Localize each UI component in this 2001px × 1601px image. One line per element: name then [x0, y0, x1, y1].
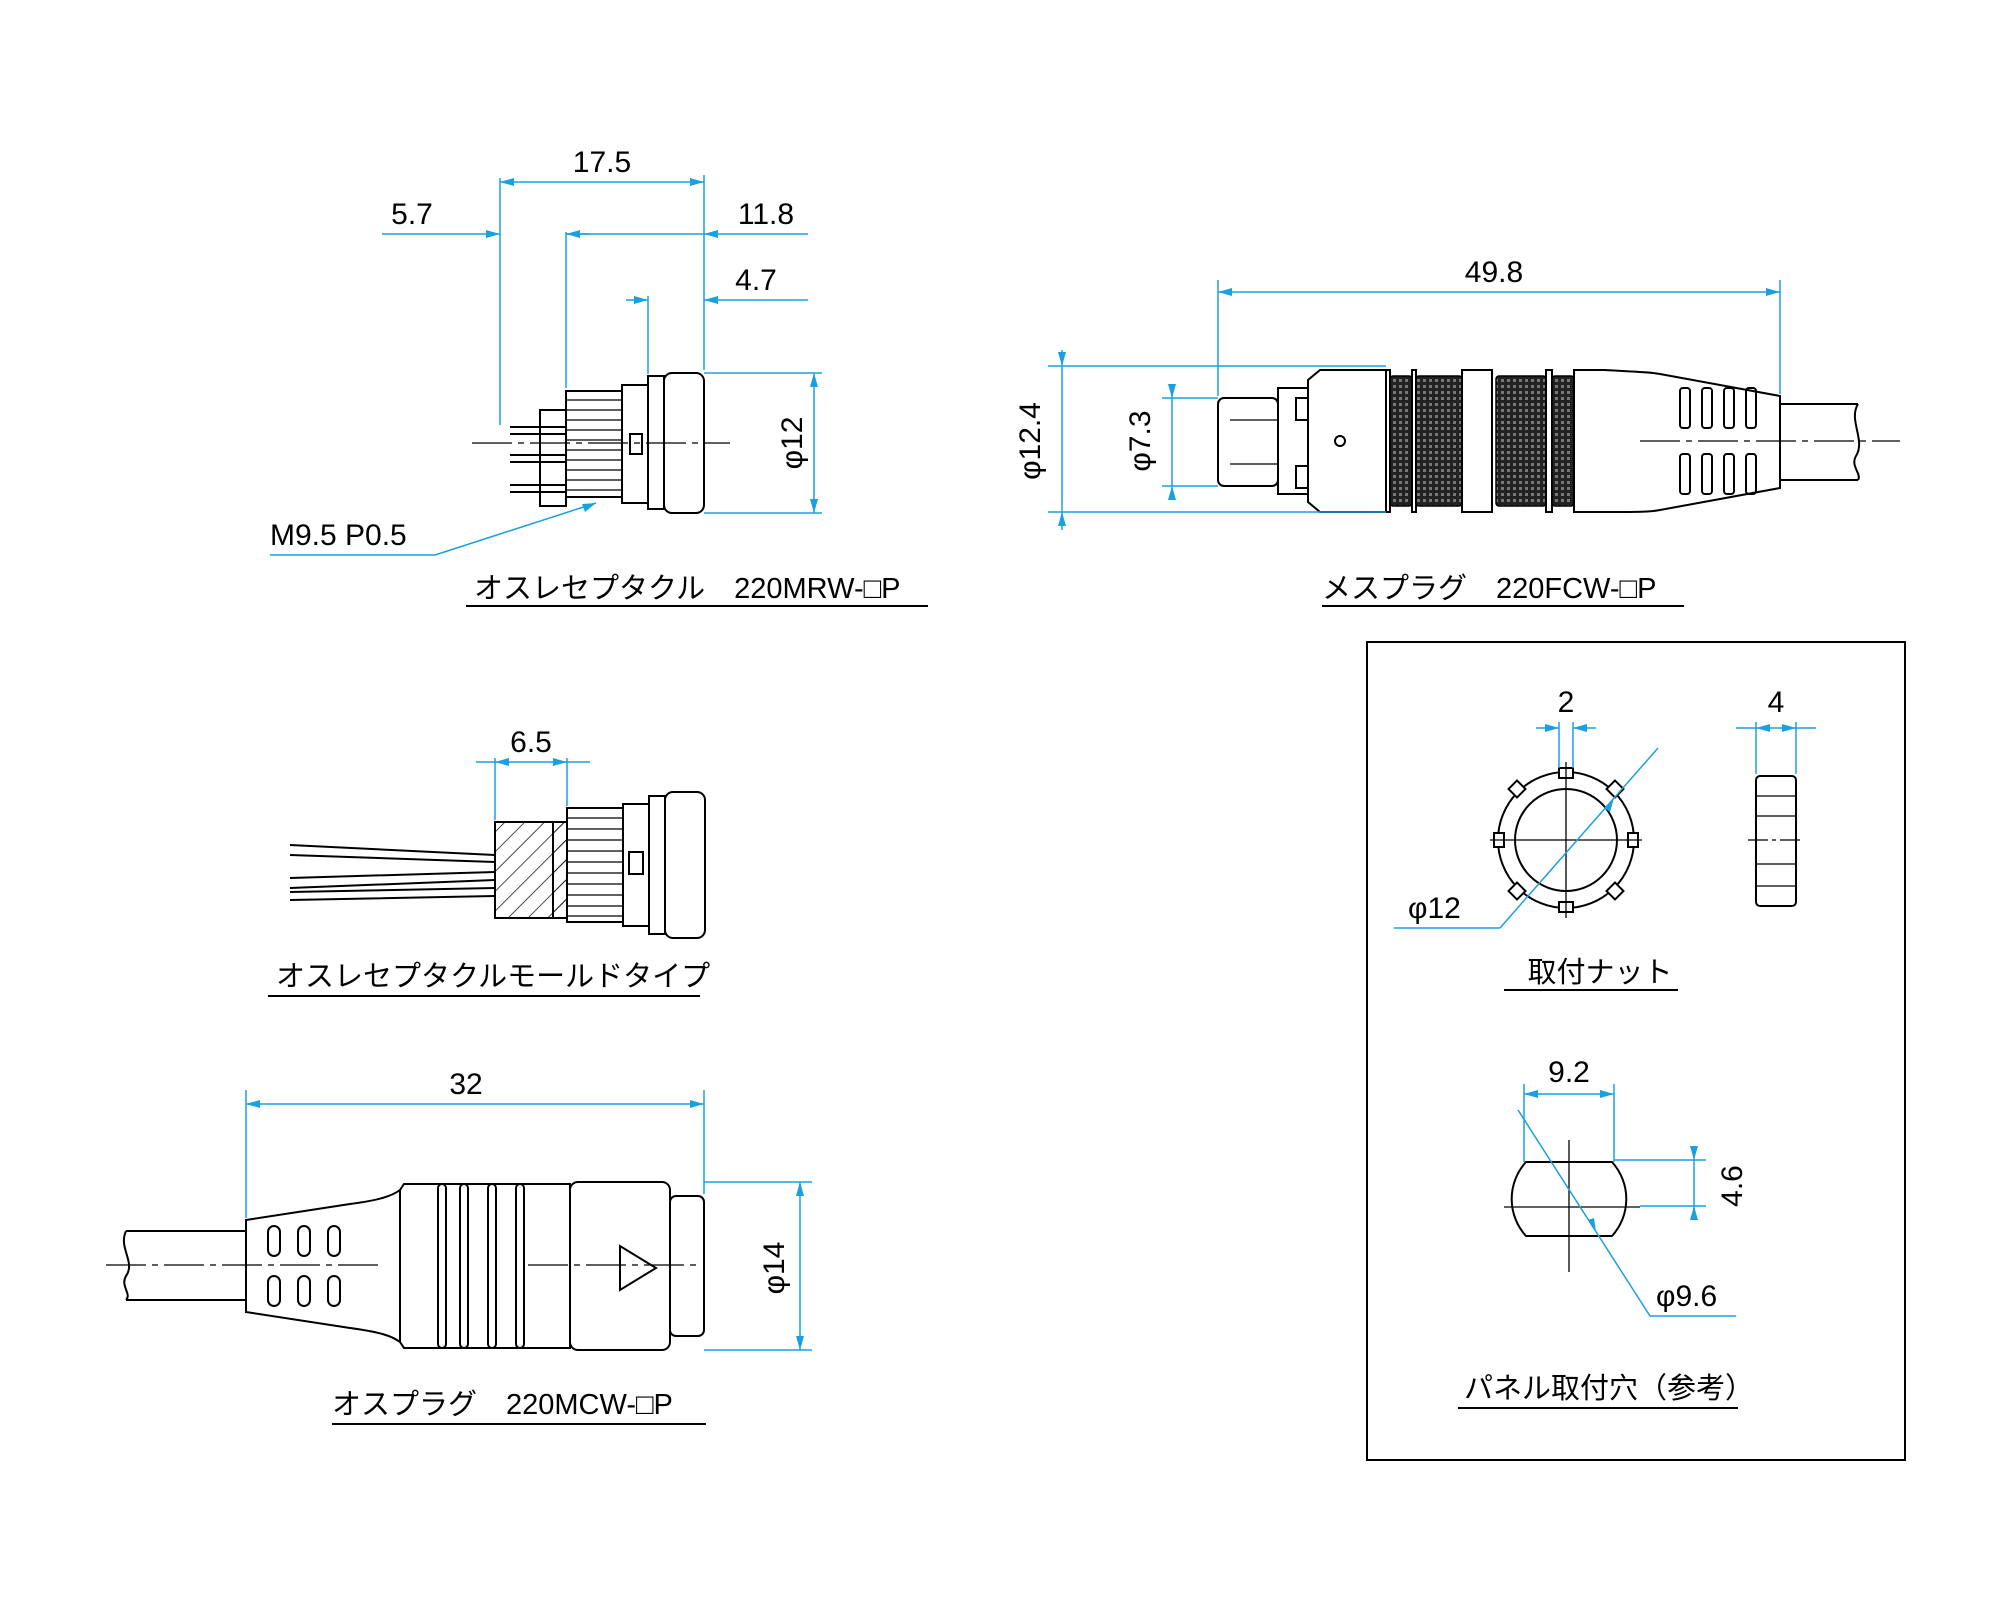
knurl-2 — [1415, 375, 1463, 507]
thread-lines — [566, 399, 622, 491]
triangle-marker — [619, 1244, 658, 1292]
nut-view: 2 φ12 4 取付ナット — [1394, 686, 1816, 991]
dim-17-5: 17.5 — [573, 146, 631, 179]
panel-hole-view: 9.2 4.6 φ9.6 パネル取付穴（参考） — [1458, 1056, 1754, 1409]
molded-caption: オスレセプタクルモールドタイプ — [276, 961, 710, 993]
female-plug-caption: メスプラグ 220FCW-□P — [1322, 572, 1656, 605]
dim-phi-12-4: φ12.4 — [1014, 402, 1047, 480]
receptacle-view: 17.5 5.7 11.8 4.7 φ12 M9.5 P0.5 オスレセプタクル… — [270, 146, 928, 607]
dim-4-6: 4.6 — [1716, 1165, 1749, 1207]
dim-slot-2: 2 — [1558, 686, 1575, 719]
knurl-3 — [1495, 375, 1547, 507]
dim-6-5: 6.5 — [510, 726, 552, 759]
receptacle-caption: オスレセプタクル 220MRW-□P — [474, 573, 900, 605]
thread-label: M9.5 P0.5 — [270, 519, 407, 552]
male-plug-caption: オスプラグ 220MCW-□P — [332, 1388, 673, 1421]
female-plug-slots — [1679, 387, 1757, 495]
dim-9-2: 9.2 — [1548, 1056, 1590, 1089]
knurl-4 — [1551, 375, 1575, 507]
dim-5-7: 5.7 — [391, 198, 433, 231]
dim-phi-14: φ14 — [758, 1242, 791, 1295]
dim-32: 32 — [449, 1068, 482, 1101]
panel-hole-caption: パネル取付穴（参考） — [1464, 1372, 1754, 1405]
dim-phi-12: φ12 — [776, 417, 809, 470]
dim-nut-phi-12: φ12 — [1408, 892, 1461, 925]
receptacle-pins — [510, 409, 567, 507]
female-plug-view: 49.8 φ12.4 φ7.3 メスプラグ 220FCW-□P — [1014, 256, 1900, 607]
dim-thickness-4: 4 — [1768, 686, 1785, 719]
nut-side — [1755, 775, 1797, 907]
receptacle-thread — [565, 390, 623, 498]
dim-phi-7-3: φ7.3 — [1124, 410, 1157, 471]
molded-view: 6.5 オスレセプタクルモールドタイプ — [268, 726, 710, 997]
dim-4-7: 4.7 — [735, 264, 777, 297]
nut-caption: 取付ナット — [1527, 956, 1672, 989]
panel-hole-outline — [1510, 1161, 1628, 1237]
dim-11-8: 11.8 — [738, 198, 794, 231]
dim-49-8: 49.8 — [1465, 256, 1523, 289]
dim-phi-9-6: φ9.6 — [1656, 1280, 1717, 1313]
male-plug-view: 32 φ14 オスプラグ 220MCW-□P — [106, 1068, 812, 1425]
knurl-1 — [1389, 375, 1413, 507]
male-plug-slots — [267, 1225, 341, 1307]
reference-box — [1366, 641, 1906, 1461]
